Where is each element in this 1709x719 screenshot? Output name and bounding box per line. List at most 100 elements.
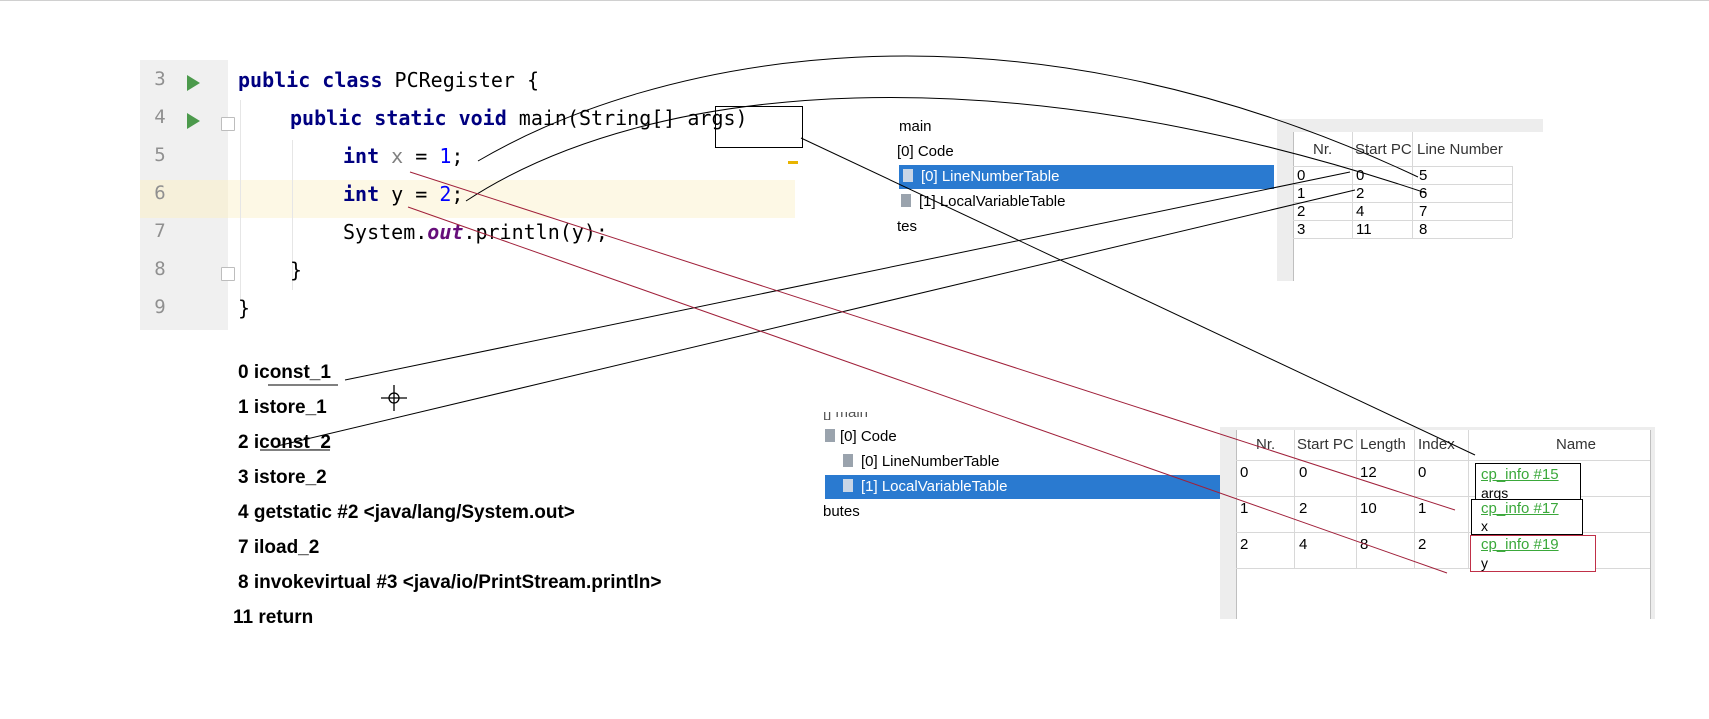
class-ref: System. [343, 220, 428, 244]
connector-line [407, 206, 1448, 574]
warning-marker[interactable] [788, 161, 798, 164]
operator: = [403, 182, 440, 206]
run-class-icon[interactable] [187, 75, 200, 91]
bytecode-line: 4 getstatic #2 <java/lang/System.out> [238, 502, 575, 523]
column-header-index[interactable]: Index [1418, 436, 1455, 453]
column-divider [1414, 430, 1415, 568]
tree-item-main[interactable]: main [899, 118, 932, 135]
tree-item-local-variable-table[interactable]: [1] LocalVariableTable [901, 190, 1065, 214]
tree-item-line-number-table[interactable]: [0] LineNumberTable [899, 165, 1274, 189]
column-header-start-pc[interactable]: Start PC [1355, 141, 1412, 158]
cell-nr: 1 [1297, 185, 1306, 202]
column-header-start-pc[interactable]: Start PC [1297, 436, 1354, 453]
bytecode-line: 7 iload_2 [238, 537, 320, 558]
keyword: static [374, 106, 447, 130]
line-number: 6 [154, 182, 166, 204]
cell-nr: 2 [1240, 536, 1249, 553]
cell-start-pc: 4 [1356, 203, 1365, 220]
bytecode-line: 8 invokevirtual #3 <java/io/PrintStream.… [238, 572, 662, 593]
class-tree-top: main [0] Code [0] LineNumberTable [1] Lo… [897, 115, 1277, 245]
column-header-name[interactable]: Name [1556, 436, 1597, 453]
column-header-nr[interactable]: Nr. [1256, 436, 1276, 453]
cp-info-link[interactable]: cp_info #15 [1481, 466, 1559, 483]
code-line-6: int y = 2; [343, 182, 463, 206]
name-cell-box: cp_info #19 y [1470, 535, 1596, 572]
line-number: 3 [154, 68, 166, 90]
number-literal: 2 [439, 182, 452, 206]
file-icon [843, 453, 853, 467]
connector-line [344, 171, 1351, 381]
row-divider [1293, 166, 1512, 167]
code-line-7: System.out.println(y); [343, 220, 608, 244]
column-header-nr[interactable]: Nr. [1313, 141, 1333, 158]
operator: = [403, 144, 440, 168]
number-literal: 1 [439, 144, 452, 168]
column-divider [1512, 166, 1513, 238]
keyword: class [322, 68, 383, 92]
line-number: 4 [154, 106, 166, 128]
cell-start-pc: 11 [1356, 221, 1372, 238]
connector-line [409, 171, 1456, 511]
row-divider [1293, 184, 1512, 185]
code-line-5: int x = 1; [343, 144, 463, 168]
line-number: 5 [154, 144, 166, 166]
tree-item-code[interactable]: [0] Code [825, 425, 897, 449]
row-divider [1236, 496, 1650, 497]
run-main-icon[interactable] [187, 113, 200, 129]
tree-item-attributes[interactable]: tes [897, 218, 918, 235]
variable-name: x [391, 144, 404, 168]
cell-line-number: 6 [1419, 185, 1428, 202]
cell-start-pc: 0 [1356, 167, 1365, 184]
cp-info-link[interactable]: cp_info #19 [1481, 536, 1559, 553]
row-divider [1293, 238, 1512, 239]
tree-item-code[interactable]: [0] Code [897, 143, 954, 160]
cell-line-number: 7 [1419, 203, 1428, 220]
line-number: 8 [154, 258, 166, 280]
cell-nr: 1 [1240, 500, 1249, 517]
local-variable-table[interactable]: Nr. Start PC Length Index Name 0 0 12 0 … [1236, 430, 1651, 619]
cell-nr: 3 [1297, 221, 1306, 238]
line-number: 7 [154, 220, 166, 242]
table-border [1293, 132, 1294, 281]
current-line-gutter-highlight [140, 180, 228, 218]
keyword: int [343, 144, 380, 168]
bytecode-line: 0 iconst_1 [238, 362, 331, 383]
current-line-highlight [140, 180, 795, 218]
keyword: int [343, 182, 380, 206]
cp-info-link[interactable]: cp_info #17 [1481, 500, 1559, 517]
variable-name: args [1481, 485, 1509, 501]
cell-index: 0 [1418, 464, 1427, 481]
cell-nr: 0 [1240, 464, 1249, 481]
tree-item-label: [1] LocalVariableTable [861, 478, 1008, 495]
cell-length: 8 [1360, 536, 1369, 553]
bytecode-line: 2 iconst_2 [238, 432, 331, 453]
fold-icon[interactable] [221, 267, 235, 281]
crosshair-cursor-icon [381, 385, 407, 411]
tree-item-local-variable-table[interactable]: [1] LocalVariableTable [825, 475, 1223, 499]
file-icon [901, 193, 911, 207]
tree-item-label: [0] LineNumberTable [921, 168, 1060, 185]
tree-item-label: [0] Code [840, 428, 897, 445]
bytecode-line: 11 return [233, 607, 314, 628]
column-header-line-number[interactable]: Line Number [1417, 141, 1503, 158]
cell-index: 2 [1418, 536, 1427, 553]
row-divider [1293, 202, 1512, 203]
column-header-length[interactable]: Length [1360, 436, 1406, 453]
fold-icon[interactable] [221, 117, 235, 131]
table-border [1650, 430, 1651, 619]
variable-name: y [391, 182, 404, 206]
tree-item-attributes[interactable]: butes [823, 503, 860, 520]
line-number-table[interactable]: Nr. Start PC Line Number 0 0 5 1 2 6 2 4… [1293, 132, 1543, 281]
cell-start-pc: 4 [1299, 536, 1308, 553]
code-editor[interactable]: 3 4 5 6 7 8 9 public class PCRegister { … [140, 60, 798, 330]
semicolon: ; [451, 144, 464, 168]
cell-nr: 0 [1297, 167, 1306, 184]
method-call: .println(y); [463, 220, 608, 244]
tree-item-main[interactable]: [] main [823, 412, 869, 421]
cell-nr: 2 [1297, 203, 1306, 220]
row-divider [1236, 532, 1650, 533]
tree-item-line-number-table[interactable]: [0] LineNumberTable [843, 450, 999, 474]
indent-guide [292, 140, 293, 290]
bytecode-line: 1 istore_1 [238, 397, 327, 418]
